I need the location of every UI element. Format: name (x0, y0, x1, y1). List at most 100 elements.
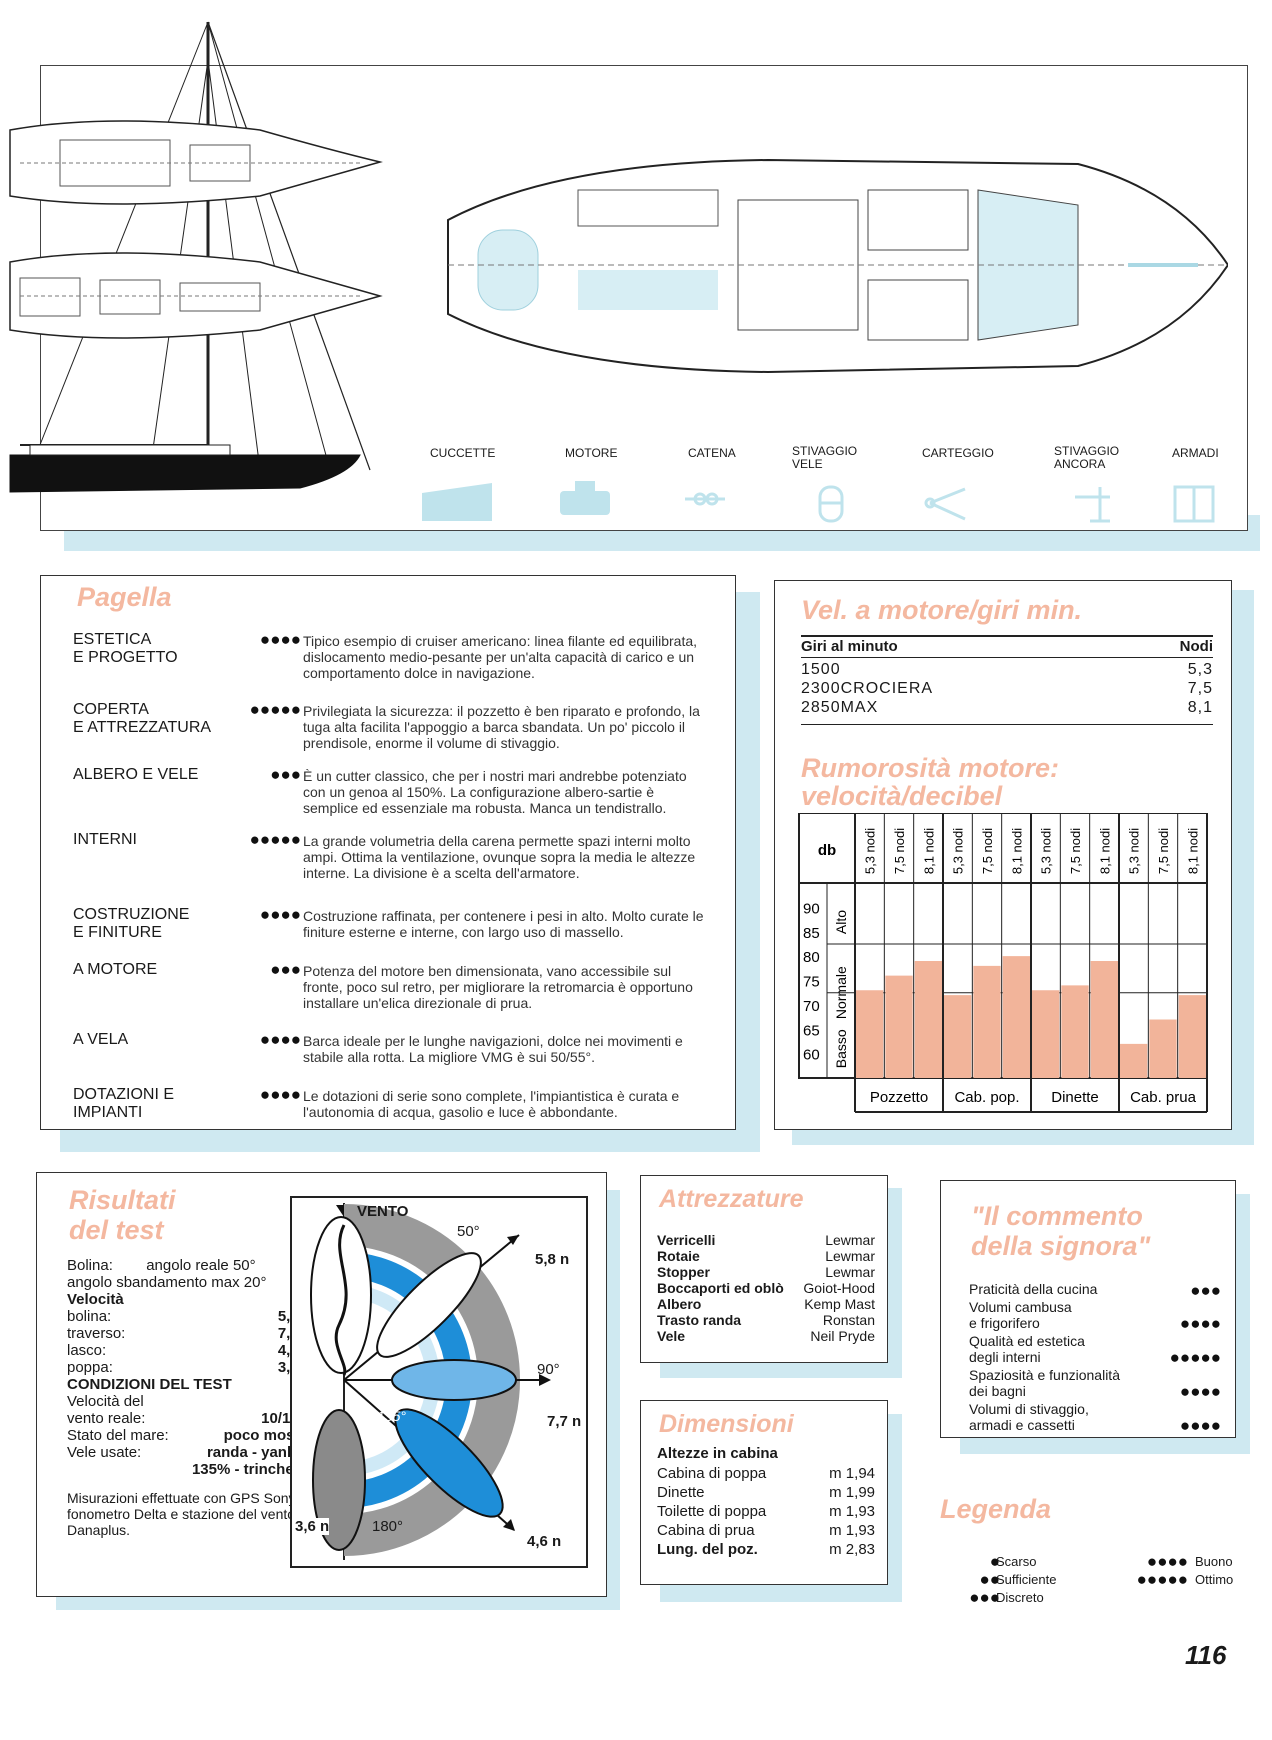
attrezzatura-item: Trasto randa (657, 1312, 742, 1328)
plan-legend-icons (422, 481, 1215, 523)
dimensione-label: Toilette di poppa (657, 1503, 767, 1520)
legenda-label-4: Buono (1195, 1554, 1233, 1569)
speed-header-label: 7,5 nodi (892, 828, 907, 874)
wardrobe-icon (1173, 485, 1215, 523)
dimensioni-box: Dimensioni Altezze in cabina Cabina di p… (640, 1400, 888, 1585)
polar-speed-58: 5,8 n (535, 1251, 570, 1268)
legenda-label-5: Ottimo (1195, 1572, 1234, 1587)
pagella-dots: ●●● (270, 765, 301, 784)
polar-135: 135° (377, 1408, 406, 1424)
noise-bar (1120, 1043, 1148, 1078)
noise-chart: db90858075706560AltoNormaleBassoPozzetto… (798, 813, 1208, 1113)
mare-label: Stato del mare: (67, 1427, 169, 1444)
attrezzature-title: Attrezzature (659, 1185, 804, 1213)
speed-header-label: 5,3 nodi (1039, 828, 1054, 874)
pagella-dots: ●●●● (259, 905, 301, 924)
y-tick-label: 65 (803, 1022, 820, 1039)
attrezzatura-brand: Lewmar (825, 1264, 875, 1280)
pagella-dots: ●●●● (259, 630, 301, 649)
pagella-dots: ●●●●● (249, 830, 301, 849)
dimensione-value: m 1,93 (829, 1522, 875, 1539)
chain-icon (685, 492, 725, 506)
vel-col-nodi: Nodi (1179, 638, 1213, 655)
commento-title-1: "Il commento (971, 1201, 1143, 1231)
speed-row: poppa:3,6 n (67, 1359, 312, 1376)
attrezzatura-item: Boccaporti ed oblò (657, 1280, 784, 1296)
polar-vento: VENTO (357, 1203, 409, 1220)
dimensione-label: Lung. del poz. (657, 1541, 758, 1558)
speed-label: bolina: (67, 1308, 112, 1325)
condizioni-heading: CONDIZIONI DEL TEST (67, 1376, 232, 1393)
pagella-text: Barca ideale per le lunghe navigazioni, … (303, 1033, 683, 1065)
commento-label: Qualità ed estetica degli interni (969, 1333, 1085, 1365)
vel-table-header-line2 (801, 657, 1213, 658)
legenda-dots-1: ● (989, 1552, 1000, 1571)
pagella-label: COPERTA E ATTREZZATURA (73, 701, 212, 736)
pagella-title: Pagella (77, 582, 172, 612)
commento-title-2: della signora" (971, 1231, 1151, 1261)
pagella-box: Pagella ESTETICA E PROGETTO●●●●Tipico es… (40, 575, 736, 1130)
sbandamento: angolo sbandamento max 20° (67, 1274, 267, 1291)
noise-bar (914, 961, 942, 1078)
bolina-angolo: Bolina: angolo reale 50° (67, 1257, 256, 1274)
y-tick-label: 90 (803, 900, 820, 917)
vel-motore-title: Vel. a motore/giri min. (801, 595, 1083, 625)
vento-label: Velocità del vento reale: (67, 1393, 146, 1427)
vel-giri: 2300CROCIERA (801, 680, 934, 697)
plan-legend: CUCCETTE MOTORE CATENA STIVAGGIO VELE CA… (400, 445, 1240, 525)
pagella-label: ALBERO E VELE (73, 766, 199, 783)
speed-header-label: 7,5 nodi (1156, 828, 1171, 874)
speed-header-label: 8,1 nodi (1097, 828, 1112, 874)
dimensione-label: Dinette (657, 1484, 705, 1501)
attrezzatura-brand: Lewmar (825, 1248, 875, 1264)
vel-giri: 2850MAX (801, 699, 879, 716)
pagella-dots: ●●●●● (249, 700, 301, 719)
attrezzatura-row: Stopper Lewmar (657, 1264, 875, 1280)
speed-header-label: 7,5 nodi (980, 828, 995, 874)
noise-bar (1149, 1019, 1177, 1078)
vel-nodi: 5,3 (1187, 661, 1213, 678)
risultati-text: Bolina: angolo reale 50° angolo sbandame… (67, 1257, 312, 1538)
dimensione-value: m 1,94 (829, 1465, 875, 1482)
attrezzatura-item: Albero (657, 1296, 702, 1312)
noise-bar (1178, 995, 1206, 1078)
polar-speed-77: 7,7 n (547, 1413, 582, 1430)
chart-table-icon (924, 487, 966, 521)
vele-label: Vele usate: (67, 1444, 142, 1461)
zone-label: Alto (833, 910, 849, 934)
speed-header-label: 5,3 nodi (951, 828, 966, 874)
legenda-dots-5: ●●●●● (1136, 1570, 1188, 1589)
speed-header-label: 7,5 nodi (1068, 828, 1083, 874)
plan-label-carteggio: CARTEGGIO (922, 446, 994, 460)
noise-bar (1032, 990, 1060, 1078)
vele-row: Vele usate: randa - yankee 135% - trinch… (67, 1444, 312, 1478)
vel-rumore-box: Vel. a motore/giri min. Giri al minuto N… (774, 580, 1232, 1130)
y-tick-label: 60 (803, 1047, 820, 1064)
mare-value: poco mosso (223, 1427, 312, 1444)
legenda-dots-4: ●●●● (1146, 1552, 1188, 1571)
speed-label: poppa: (67, 1359, 113, 1376)
interior-layout-drawing (447, 158, 1228, 374)
risultati-title-2: del test (69, 1215, 164, 1245)
attrezzatura-item: Stopper (657, 1264, 710, 1280)
commento-dots: ●●● (1190, 1281, 1221, 1300)
speed-header-label: 5,3 nodi (863, 828, 878, 874)
vel-table-bottom-line (801, 724, 1213, 725)
category-label: Dinette (1051, 1089, 1099, 1106)
vel-col-giri: Giri al minuto (801, 638, 898, 655)
polar-diagram (290, 1196, 588, 1568)
pagella-text: Potenza del motore ben dimensionata, van… (303, 963, 693, 1011)
category-label: Cab. prua (1130, 1089, 1197, 1106)
legenda-label-1: Scarso (996, 1554, 1037, 1569)
attrezzatura-brand: Neil Pryde (810, 1328, 875, 1344)
anchor-stowage-icon (1075, 487, 1110, 523)
pagella-text: Privilegiata la sicurezza: il pozzetto è… (303, 703, 700, 751)
noise-bar (944, 995, 972, 1078)
legenda-title: Legenda (940, 1494, 1052, 1524)
commento-label: Praticità della cucina (969, 1281, 1098, 1297)
